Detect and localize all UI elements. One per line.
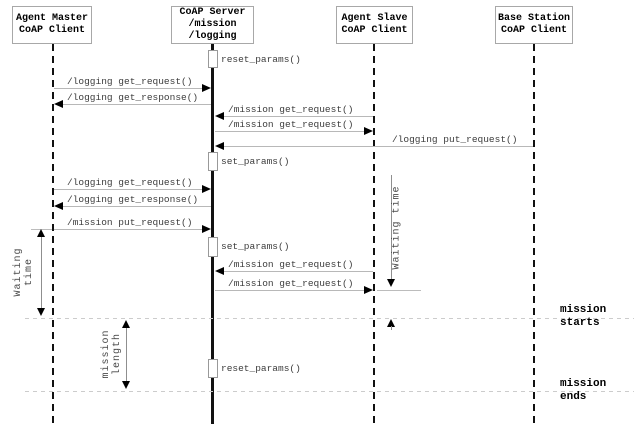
waiting-time-label-master: Waiting time	[13, 247, 35, 297]
arrowhead-right-icon	[364, 286, 373, 294]
mission-ends-line	[25, 391, 634, 392]
message-label: /mission get_request()	[228, 278, 354, 289]
waiting-slave-ruler-tail	[391, 326, 392, 330]
message-line	[215, 131, 364, 132]
message-label: /logging get_request()	[67, 76, 193, 87]
arrowhead-right-icon	[202, 185, 211, 193]
arrowhead-right-icon	[202, 84, 211, 92]
actor-box-coap-server: CoAP Server /mission /logging	[171, 6, 254, 44]
self-call-label: reset_params()	[221, 363, 301, 374]
arrowhead-left-icon	[54, 202, 63, 210]
lifeline-base-station	[533, 44, 535, 424]
actor-box-agent-master: Agent Master CoAP Client	[12, 6, 92, 44]
message-label: /logging get_request()	[67, 177, 193, 188]
activation-set-params-1	[208, 152, 218, 171]
message-line	[224, 271, 373, 272]
waiting-slave-tick	[377, 290, 421, 291]
arrowhead-down-icon	[122, 381, 130, 389]
arrowhead-up-icon	[387, 319, 395, 327]
message-label: /logging get_response()	[67, 92, 199, 103]
actor-box-base-station: Base Station CoAP Client	[495, 6, 573, 44]
arrowhead-up-icon	[37, 229, 45, 237]
arrowhead-left-icon	[54, 100, 63, 108]
arrowhead-left-icon	[215, 267, 224, 275]
mission-starts-label: mission starts	[560, 304, 607, 329]
waiting-master-ruler	[41, 231, 42, 314]
arrowhead-down-icon	[387, 279, 395, 287]
waiting-time-label-slave: Waiting time	[391, 185, 403, 270]
message-label: /logging get_response()	[67, 194, 199, 205]
message-label: /mission get_request()	[228, 259, 354, 270]
activation-reset-params-2	[208, 359, 218, 378]
message-line	[215, 290, 364, 291]
self-call-label: set_params()	[221, 156, 290, 167]
message-line	[63, 206, 211, 207]
message-line	[54, 229, 202, 230]
message-line	[224, 146, 533, 147]
message-line	[54, 189, 202, 190]
lifeline-coap-server	[211, 44, 214, 424]
self-call-label: set_params()	[221, 241, 290, 252]
message-label: /mission get_request()	[228, 104, 354, 115]
activation-reset-params-1	[208, 50, 218, 68]
message-label: /logging put_request()	[392, 134, 518, 145]
message-label: /mission put_request()	[67, 217, 193, 228]
self-call-label: reset_params()	[221, 54, 301, 65]
waiting-slave-ruler	[391, 175, 392, 281]
arrowhead-left-icon	[215, 142, 224, 150]
lifeline-agent-master	[52, 44, 54, 424]
mission-length-label: mission length	[101, 329, 123, 379]
mission-starts-line	[25, 318, 634, 319]
arrowhead-right-icon	[202, 225, 211, 233]
message-line	[63, 104, 211, 105]
message-line	[54, 88, 202, 89]
mission-ends-label: mission ends	[560, 378, 607, 403]
arrowhead-down-icon	[37, 308, 45, 316]
message-label: /mission get_request()	[228, 119, 354, 130]
lifeline-agent-slave	[373, 44, 375, 424]
activation-set-params-2	[208, 237, 218, 257]
arrowhead-left-icon	[215, 112, 224, 120]
arrowhead-right-icon	[364, 127, 373, 135]
actor-box-agent-slave: Agent Slave CoAP Client	[336, 6, 413, 44]
message-line	[224, 116, 373, 117]
arrowhead-up-icon	[122, 320, 130, 328]
mission-length-ruler	[126, 322, 127, 385]
